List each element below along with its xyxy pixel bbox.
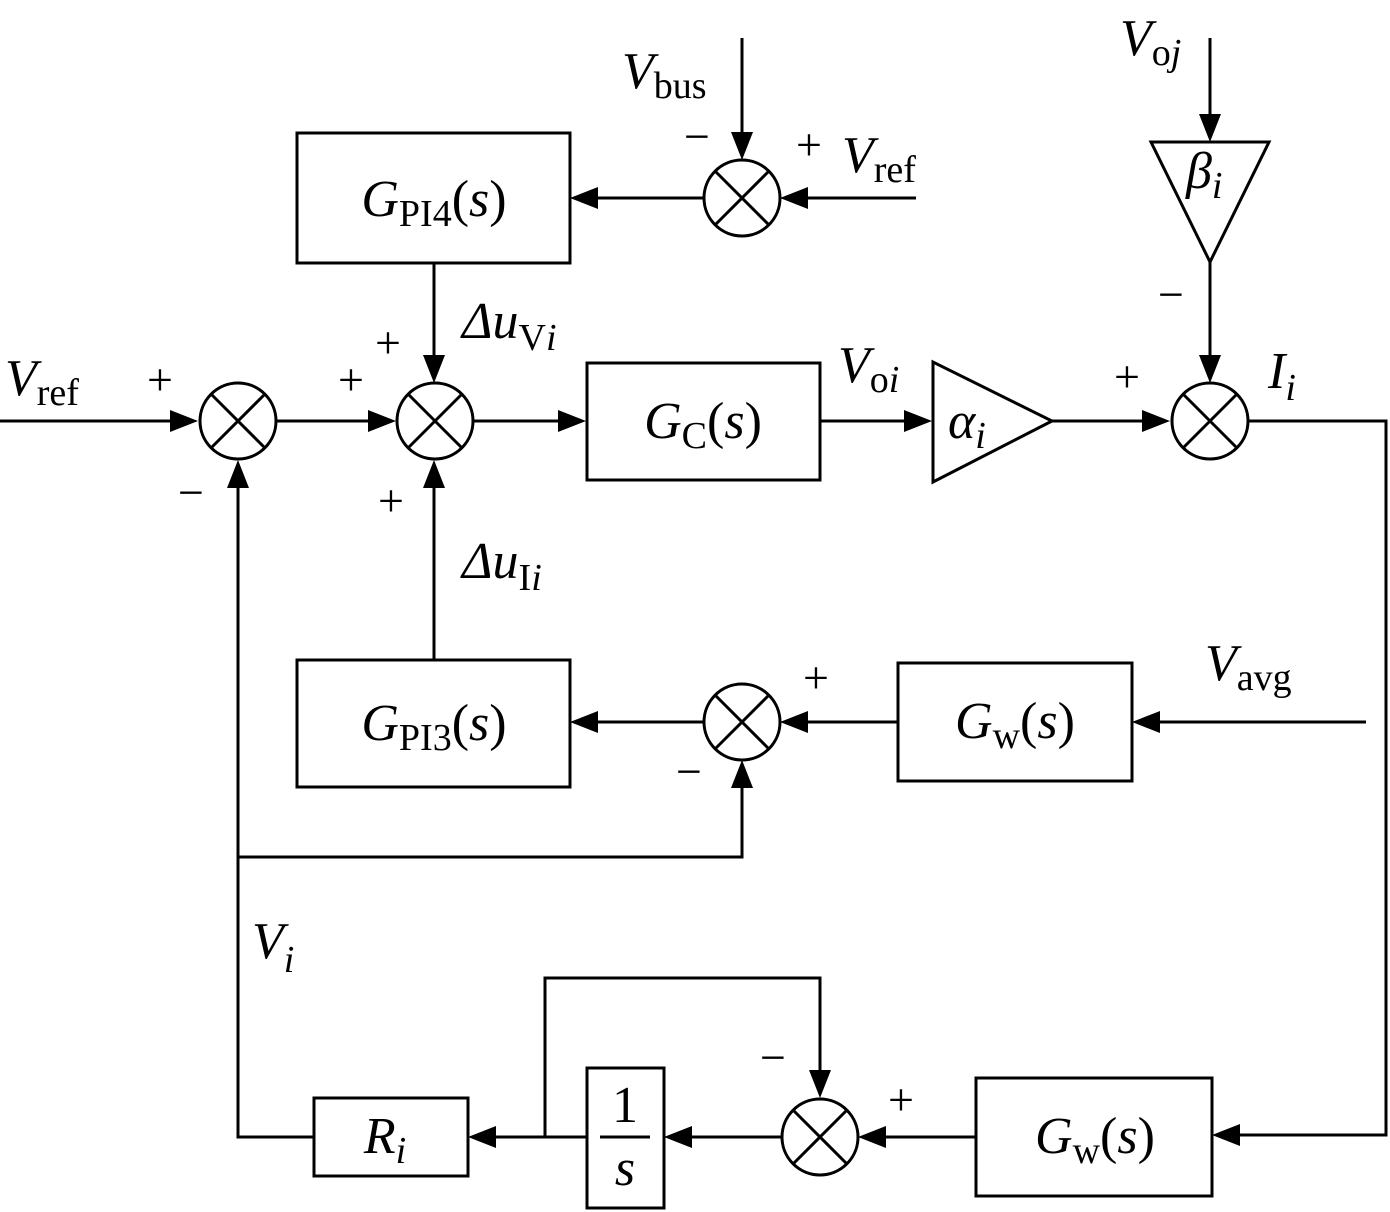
arrowhead <box>809 1070 831 1098</box>
block-gw-bottom: Gw(s) <box>974 1076 1214 1198</box>
sum-junction-5 <box>702 682 782 762</box>
arrowhead <box>170 410 198 432</box>
arrowhead <box>858 1126 886 1148</box>
arrowhead <box>558 410 586 432</box>
svg-text:αi: αi <box>948 393 986 457</box>
svg-text:1: 1 <box>612 1077 638 1134</box>
arrowhead <box>423 355 445 383</box>
sign-minus-sum4-top: − <box>684 111 710 162</box>
sum-junction-4 <box>702 158 782 238</box>
arrowhead <box>731 132 753 160</box>
gain-alpha: αi <box>931 359 1056 485</box>
sign-plus-sum3-left: + <box>1114 351 1140 402</box>
wire-vi-branch <box>238 778 744 859</box>
sign-minus-sum5-bottom: − <box>676 746 702 797</box>
wire-int-loop <box>543 976 822 1137</box>
label-voj: Voj <box>1120 10 1181 74</box>
sign-plus-sum2-left: + <box>338 354 364 405</box>
label-vavg: Vavg <box>1205 635 1292 699</box>
label-ii: Ii <box>1267 343 1296 409</box>
sign-minus-sum3-top: − <box>1158 269 1184 320</box>
sign-plus-sum5-right: + <box>803 652 829 703</box>
svg-text:Gw(s): Gw(s) <box>1035 1108 1155 1172</box>
label-vref-left: Vref <box>5 350 79 414</box>
block-gw-mid: Gw(s) <box>896 661 1134 783</box>
arrowhead <box>1212 1124 1240 1146</box>
arrowhead <box>780 187 808 209</box>
svg-text:Gw(s): Gw(s) <box>955 693 1075 757</box>
sign-plus-sum2-top: + <box>375 317 401 368</box>
arrowhead <box>664 1126 692 1148</box>
label-delta-u-v: ΔuVi <box>460 293 557 359</box>
arrowhead <box>570 187 598 209</box>
arrowhead <box>1199 114 1221 142</box>
svg-text:GC(s): GC(s) <box>644 393 762 457</box>
arrowhead <box>227 460 249 488</box>
arrowhead <box>570 711 598 733</box>
block-gpi3: GPI3(s) <box>295 658 572 789</box>
svg-text:Ri: Ri <box>363 1108 406 1172</box>
block-ri: Ri <box>312 1096 470 1178</box>
label-delta-u-i: ΔuIi <box>460 533 542 599</box>
sum-junction-3 <box>1170 381 1250 461</box>
sign-minus-sum6-top: − <box>760 1032 786 1083</box>
gain-beta: βi <box>1148 140 1272 266</box>
arrowhead <box>731 760 753 788</box>
label-vi: Vi <box>252 913 294 981</box>
sum-junction-6 <box>780 1097 860 1177</box>
sign-plus-sum6-right: + <box>888 1074 914 1125</box>
wire-ii-feedback <box>1230 419 1388 1137</box>
block-gc: GC(s) <box>585 361 822 482</box>
svg-text:GPI3(s): GPI3(s) <box>361 695 506 759</box>
arrowhead <box>780 711 808 733</box>
arrowhead <box>423 460 445 488</box>
arrowhead <box>904 410 932 432</box>
wire-vi-feedback <box>236 478 314 1139</box>
label-voi: Voi <box>838 337 899 401</box>
svg-text:βi: βi <box>1185 143 1222 207</box>
sign-plus-sum1-left: + <box>147 354 173 405</box>
block-integrator: 1 s <box>585 1066 666 1210</box>
sum-junction-2 <box>395 381 475 461</box>
arrowhead <box>1132 711 1160 733</box>
arrowhead <box>1142 410 1170 432</box>
label-vref-top: Vref <box>842 127 916 191</box>
svg-text:s: s <box>615 1140 635 1197</box>
arrowhead <box>368 410 396 432</box>
svg-text:GPI4(s): GPI4(s) <box>361 171 506 235</box>
sign-plus-sum2-bottom: + <box>378 475 404 526</box>
arrowhead <box>468 1126 496 1148</box>
sign-plus-sum4-right: + <box>796 119 822 170</box>
arrowhead <box>1199 355 1221 383</box>
sum-junction-1 <box>198 381 278 461</box>
block-gpi4: GPI4(s) <box>295 131 572 265</box>
label-vbus: Vbus <box>622 43 707 107</box>
sign-minus-sum1-bottom: − <box>178 467 204 518</box>
